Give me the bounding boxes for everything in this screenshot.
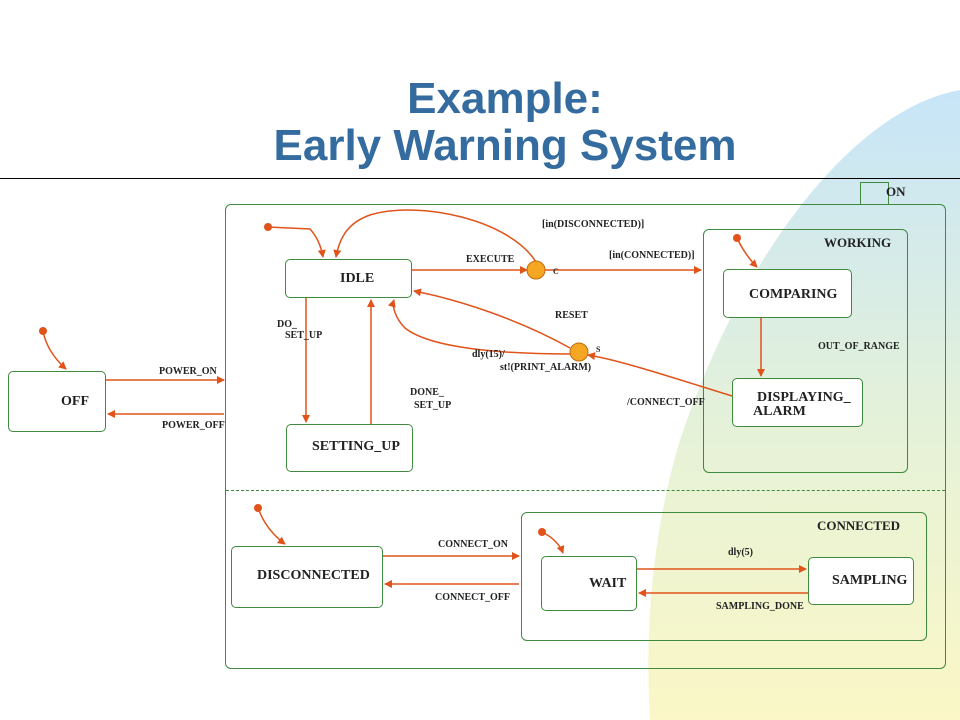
label-out-of-range: OUT_OF_RANGE xyxy=(818,341,900,352)
state-sampling[interactable] xyxy=(808,557,914,605)
label-in-disconnected: [in(DISCONNECTED)] xyxy=(542,219,645,230)
label-connect-off: CONNECT_OFF xyxy=(435,592,510,603)
label-done-set-up-1: DONE_ xyxy=(410,387,444,398)
initial-dot-off xyxy=(39,327,47,335)
in-disconnected-arrow xyxy=(333,209,537,263)
state-wait[interactable] xyxy=(541,556,637,611)
label-dly5: dly(5) xyxy=(728,547,753,558)
label-reset: RESET xyxy=(555,310,588,321)
initial-dot-disconnected xyxy=(254,504,262,512)
label-done-set-up-2: SET_UP xyxy=(414,400,452,411)
reset-arrow xyxy=(413,288,571,349)
state-setting-up[interactable] xyxy=(286,424,413,472)
connected-label: CONNECTED xyxy=(817,518,901,533)
state-comparing-label: COMPARING xyxy=(749,287,838,302)
dly15-arrow xyxy=(387,299,571,355)
connector-s-label: S xyxy=(596,345,601,354)
state-idle-label: IDLE xyxy=(340,271,375,286)
state-off-label: OFF xyxy=(61,394,89,409)
default-arrow-comparing xyxy=(736,237,758,268)
label-power-off: POWER_OFF xyxy=(162,420,225,431)
connector-s xyxy=(569,342,589,362)
label-do-set-up-1: DO_ xyxy=(277,319,297,330)
initial-dot-comparing xyxy=(733,234,741,242)
connector-c xyxy=(526,260,546,280)
state-disconnected[interactable] xyxy=(231,546,383,608)
working-region xyxy=(703,229,908,473)
connect-off-alarm-arrow xyxy=(587,352,733,397)
label-sampling-done: SAMPLING_DONE xyxy=(716,601,804,612)
default-arrow-off xyxy=(42,330,67,370)
state-setting-up-label: SETTING_UP xyxy=(312,439,400,454)
state-displaying-alarm-label-1: DISPLAYING_ xyxy=(757,390,851,405)
default-arrow-idle xyxy=(267,226,326,258)
title-divider xyxy=(0,178,960,179)
default-arrow-disconnected xyxy=(257,507,286,545)
working-label: WORKING xyxy=(824,235,892,250)
state-sampling-label: SAMPLING xyxy=(832,573,908,588)
label-dly15-1: dly(15)/ xyxy=(472,349,505,360)
initial-dot-idle xyxy=(264,223,272,231)
connector-c-label: C xyxy=(553,267,559,276)
title-line-2: Early Warning System xyxy=(273,121,737,170)
connected-region xyxy=(521,512,927,641)
state-comparing[interactable] xyxy=(723,269,852,318)
concurrency-divider xyxy=(226,490,945,491)
on-label: ON xyxy=(886,184,906,199)
on-superstate xyxy=(225,204,946,669)
label-dly15-2: st!(PRINT_ALARM) xyxy=(500,362,592,373)
label-in-connected: [in(CONNECTED)] xyxy=(609,250,695,261)
on-tab xyxy=(860,182,889,204)
title-line-1: Example: xyxy=(407,74,603,123)
label-connect-off-alarm: /CONNECT_OFF xyxy=(627,397,705,408)
label-power-on: POWER_ON xyxy=(159,366,217,377)
state-idle[interactable] xyxy=(285,259,412,298)
state-wait-label: WAIT xyxy=(589,576,627,591)
default-arrow-wait xyxy=(541,531,565,554)
state-disconnected-label: DISCONNECTED xyxy=(257,568,370,583)
state-displaying-alarm-label-2: ALARM xyxy=(753,404,806,419)
label-execute: EXECUTE xyxy=(466,254,515,265)
label-do-set-up-2: SET_UP xyxy=(285,330,323,341)
state-displaying-alarm[interactable] xyxy=(732,378,863,427)
state-off[interactable] xyxy=(8,371,106,432)
initial-dot-wait xyxy=(538,528,546,536)
label-connect-on: CONNECT_ON xyxy=(438,539,509,550)
